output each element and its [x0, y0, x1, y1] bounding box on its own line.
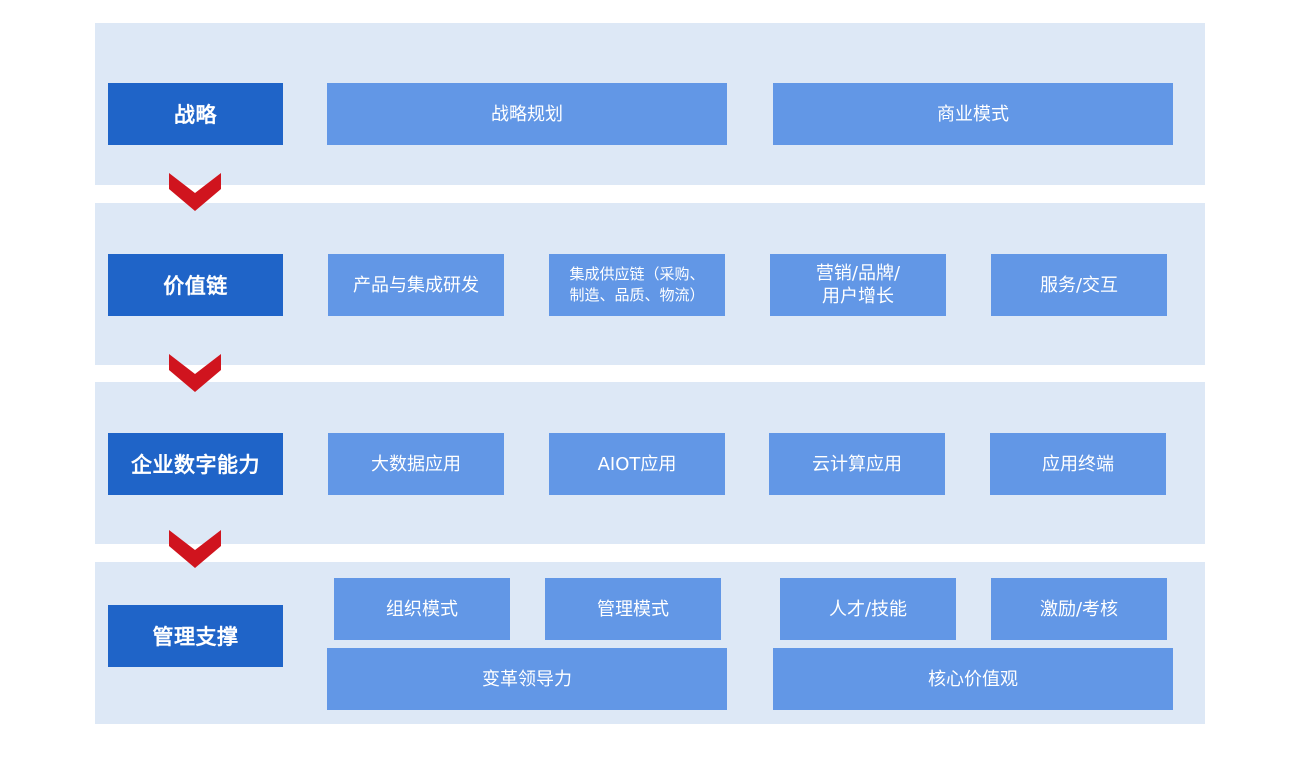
item-core-values: 核心价值观 — [773, 648, 1173, 710]
item-management-model: 管理模式 — [545, 578, 721, 640]
item-talent-skills: 人才/技能 — [780, 578, 956, 640]
chevron-down-icon — [169, 173, 221, 211]
item-organization-model: 组织模式 — [334, 578, 510, 640]
chevron-down-icon — [169, 354, 221, 392]
item-marketing-line-1: 营销/品牌/ — [815, 263, 901, 284]
item-product-rnd: 产品与集成研发 — [328, 254, 504, 316]
item-marketing-line-2: 用户增长 — [821, 286, 894, 307]
item-change-leadership: 变革领导力 — [327, 648, 727, 710]
layer-label-management-support: 管理支撑 — [108, 605, 283, 667]
layer-label-value-chain: 价值链 — [108, 254, 283, 316]
item-cloud-computing: 云计算应用 — [769, 433, 945, 495]
layer-label-digital-capability: 企业数字能力 — [108, 433, 283, 495]
item-big-data: 大数据应用 — [328, 433, 504, 495]
item-strategic-planning: 战略规划 — [327, 83, 727, 145]
item-aiot: AIOT应用 — [549, 433, 725, 495]
item-business-model: 商业模式 — [773, 83, 1173, 145]
item-supply-chain-line-2: 制造、品质、物流） — [569, 286, 705, 304]
item-supply-chain-line-1: 集成供应链（采购、 — [569, 265, 705, 283]
chevron-down-icon — [169, 530, 221, 568]
item-marketing: 营销/品牌/ 用户增长 — [770, 254, 946, 316]
item-terminal-apps: 应用终端 — [990, 433, 1166, 495]
item-incentive-assessment: 激励/考核 — [991, 578, 1167, 640]
item-service-interaction: 服务/交互 — [991, 254, 1167, 316]
item-supply-chain: 集成供应链（采购、 制造、品质、物流） — [549, 254, 725, 316]
layer-label-strategy: 战略 — [108, 83, 283, 145]
